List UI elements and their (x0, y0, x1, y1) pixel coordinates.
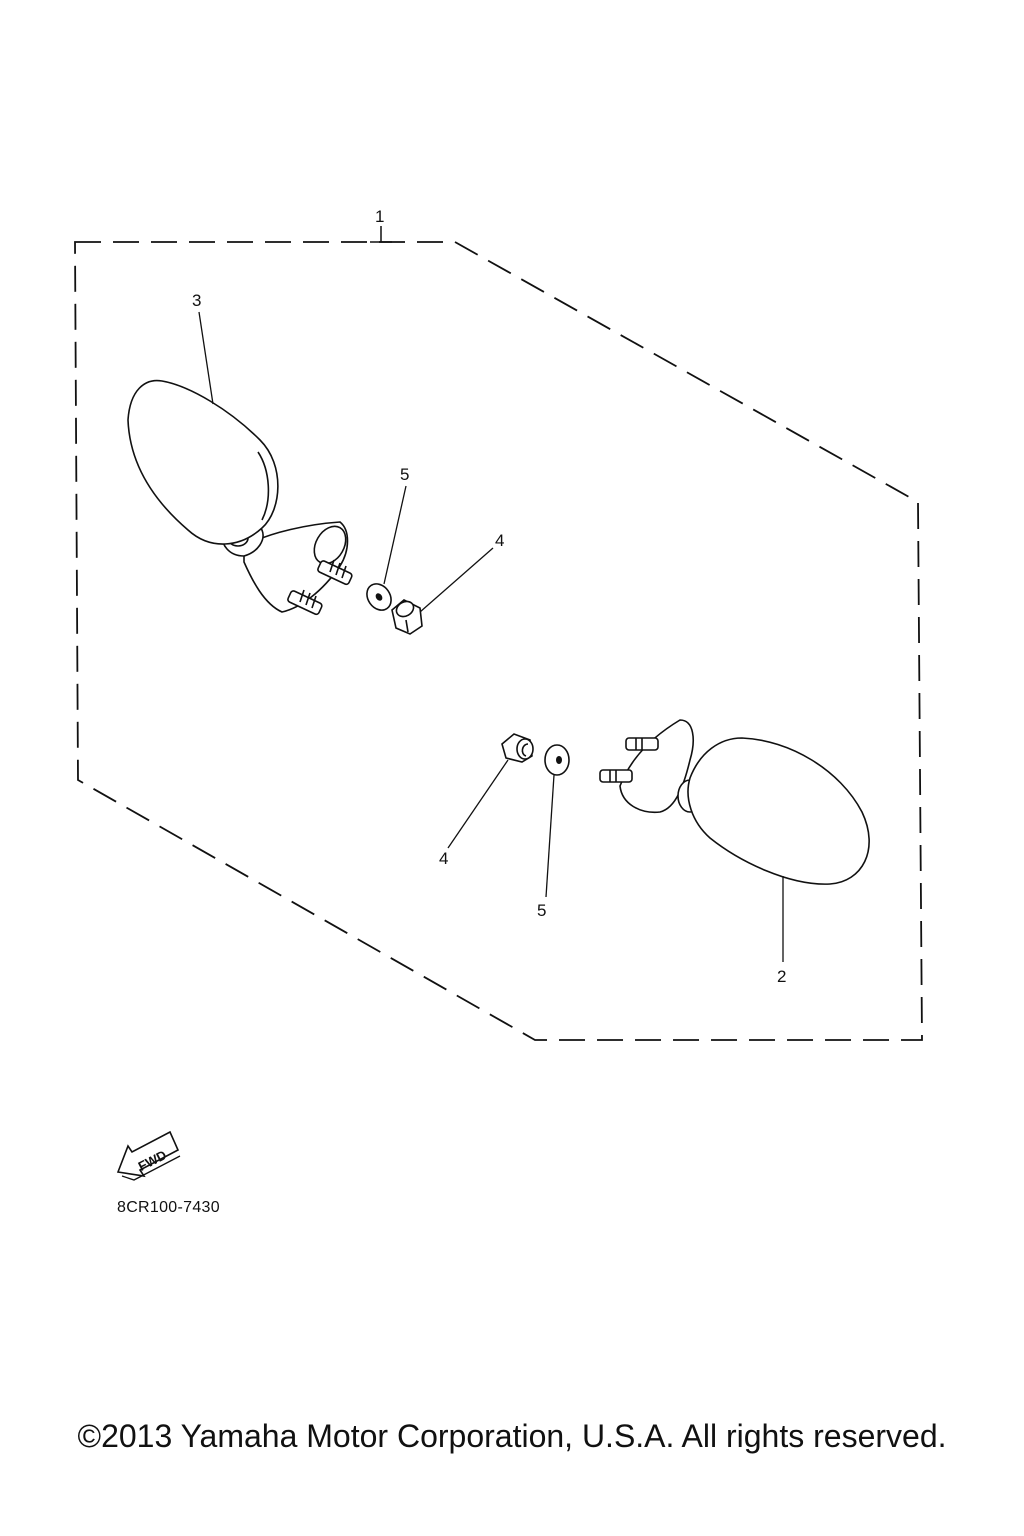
callout-5-bottom: 5 (537, 774, 555, 920)
nut-bottom (501, 733, 534, 763)
callout-label-5-bottom: 5 (537, 901, 546, 920)
diagram-code: 8CR100-7430 (117, 1199, 220, 1216)
callout-label-1: 1 (375, 207, 384, 226)
callout-label-2: 2 (777, 967, 786, 986)
washer-bottom (544, 744, 570, 776)
callout-3: 3 (192, 291, 214, 405)
callout-1: 1 (370, 207, 392, 243)
callout-2: 2 (777, 876, 786, 986)
callout-label-3: 3 (192, 291, 201, 310)
callout-label-5-top: 5 (400, 465, 409, 484)
fwd-arrow-icon: FWD (116, 1130, 181, 1181)
left-mirror (127, 379, 353, 616)
right-mirror (599, 719, 870, 885)
copyright-notice: ©2013 Yamaha Motor Corporation, U.S.A. A… (77, 1418, 947, 1454)
washer-top (366, 583, 392, 611)
callout-label-4-top: 4 (495, 531, 504, 550)
nut-top (391, 599, 423, 635)
callout-4-bottom: 4 (439, 759, 509, 868)
kit-boundary-dashed (74, 241, 923, 1041)
callout-4-top: 4 (419, 531, 504, 613)
callout-label-4-bottom: 4 (439, 849, 448, 868)
callout-5-top: 5 (383, 465, 409, 585)
